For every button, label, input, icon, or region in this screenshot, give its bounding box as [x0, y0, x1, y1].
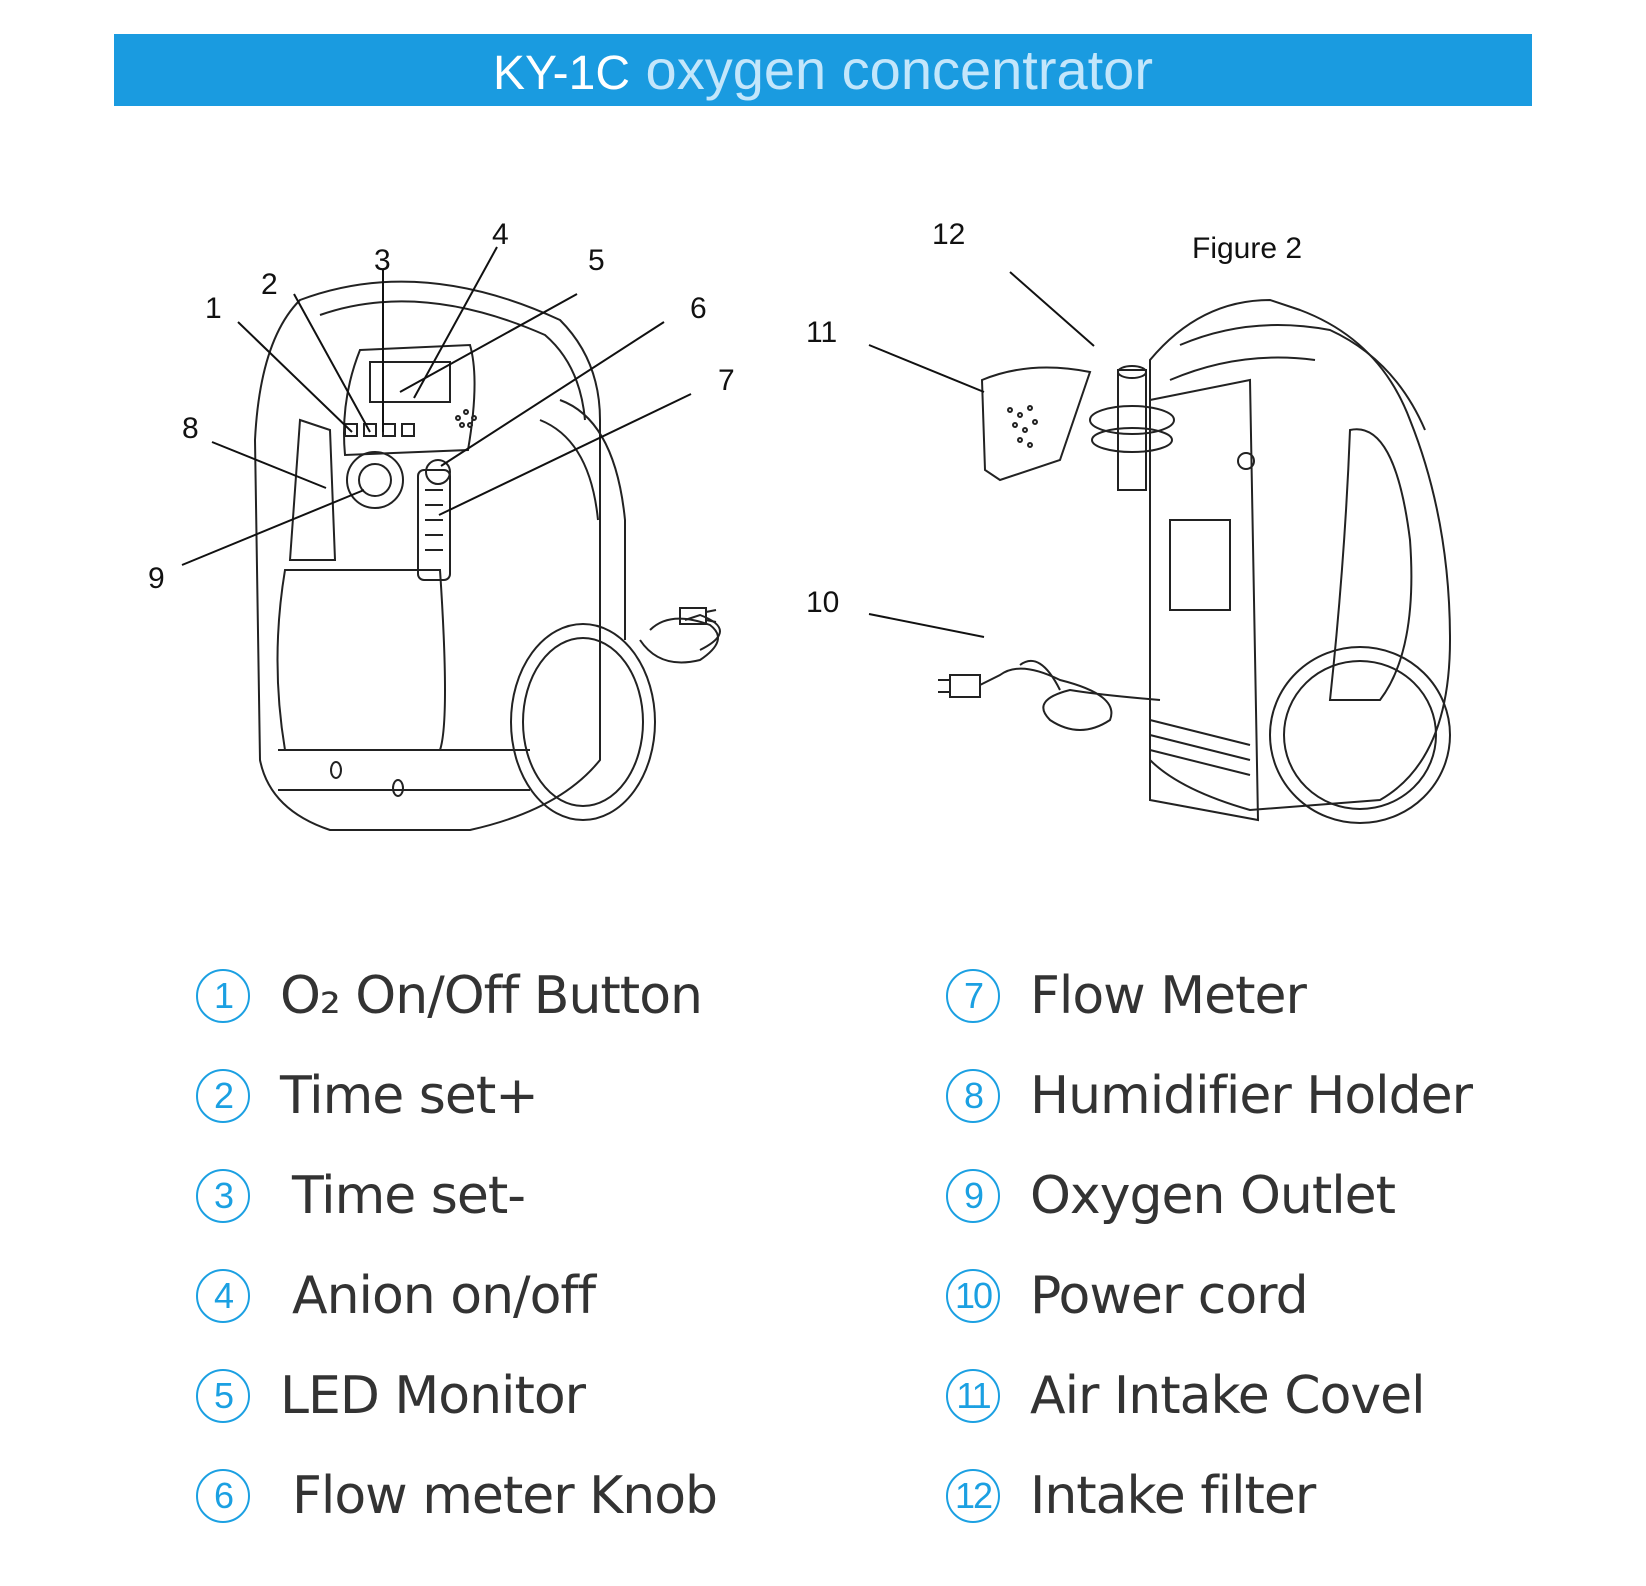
figure-caption: Figure 2 — [1192, 232, 1303, 265]
number-badge: 8 — [946, 1069, 1000, 1123]
number-badge: 12 — [946, 1469, 1000, 1523]
number-badge: 1 — [196, 969, 250, 1023]
legend-label: Flow meter Knob — [292, 1466, 718, 1526]
callout-11: 11 — [806, 316, 838, 349]
number-badge: 7 — [946, 969, 1000, 1023]
callout-5: 5 — [588, 244, 605, 277]
callout-9: 9 — [148, 562, 165, 595]
device-diagrams: 1 2 3 4 5 6 7 8 9 10 11 12 Figure 2 — [148, 218, 1452, 831]
legend-item-1: 1 O₂ On/Off Button — [196, 966, 703, 1026]
number-badge: 11 — [946, 1369, 1000, 1423]
callout-1: 1 — [205, 292, 222, 325]
legend-item-7: 7 Flow Meter — [946, 966, 1307, 1026]
leader-lines — [181, 246, 1095, 638]
callout-4: 4 — [492, 218, 509, 251]
legend-item-11: 11 Air Intake Covel — [946, 1366, 1426, 1426]
legend-label: Time set+ — [280, 1066, 539, 1126]
legend-label: Oxygen Outlet — [1030, 1166, 1396, 1226]
legend-label: Anion on/off — [292, 1266, 596, 1326]
number-badge: 4 — [196, 1269, 250, 1323]
device-illustrations — [181, 246, 1452, 831]
legend-label: Humidifier Holder — [1030, 1066, 1473, 1126]
legend-label: O₂ On/Off Button — [280, 966, 703, 1026]
banner-heading: KY-1C oxygen concentrator — [114, 34, 1532, 106]
legend-item-8: 8 Humidifier Holder — [946, 1066, 1473, 1126]
callout-12: 12 — [932, 218, 966, 251]
legend-item-6: 6 Flow meter Knob — [196, 1466, 718, 1526]
number-badge: 2 — [196, 1069, 250, 1123]
banner-model: KY-1C — [493, 47, 630, 100]
legend-label: Time set- — [292, 1166, 526, 1226]
number-badge: 9 — [946, 1169, 1000, 1223]
legend-item-12: 12 Intake filter — [946, 1466, 1316, 1526]
number-badge: 10 — [946, 1269, 1000, 1323]
banner-title: oxygen concentrator — [645, 38, 1153, 101]
legend-item-10: 10 Power cord — [946, 1266, 1309, 1326]
callout-10: 10 — [806, 586, 840, 619]
legend-item-9: 9 Oxygen Outlet — [946, 1166, 1396, 1226]
legend-label: Power cord — [1030, 1266, 1309, 1326]
number-badge: 6 — [196, 1469, 250, 1523]
legend-label: LED Monitor — [280, 1366, 586, 1426]
legend-item-4: 4 Anion on/off — [196, 1266, 596, 1326]
callout-6: 6 — [690, 292, 707, 325]
legend-label: Flow Meter — [1030, 966, 1307, 1026]
callout-8: 8 — [182, 412, 199, 445]
callout-7: 7 — [718, 364, 735, 397]
callout-3: 3 — [374, 244, 391, 277]
title-banner: KY-1C oxygen concentrator — [114, 34, 1532, 106]
legend-item-3: 3 Time set- — [196, 1166, 526, 1226]
front-view-illustration — [253, 280, 721, 831]
legend-item-2: 2 Time set+ — [196, 1066, 539, 1126]
rear-view-illustration — [938, 298, 1452, 824]
legend-label: Intake filter — [1030, 1466, 1316, 1526]
number-badge: 3 — [196, 1169, 250, 1223]
legend-item-5: 5 LED Monitor — [196, 1366, 586, 1426]
callout-2: 2 — [261, 268, 278, 301]
number-badge: 5 — [196, 1369, 250, 1423]
legend-label: Air Intake Covel — [1030, 1366, 1426, 1426]
